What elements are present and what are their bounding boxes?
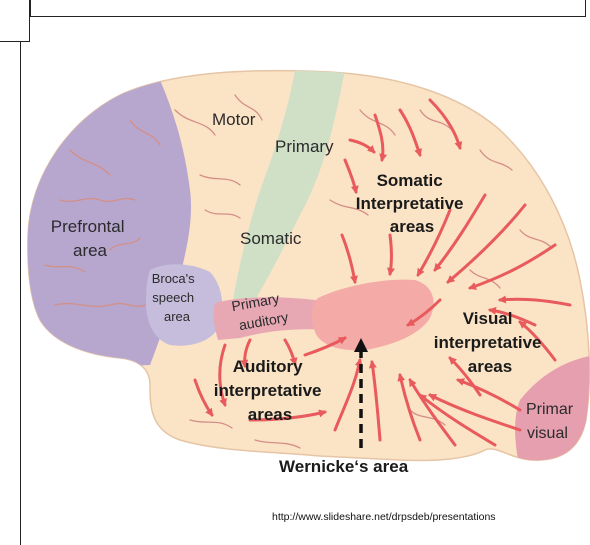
slide-frame-left-tab	[0, 0, 30, 42]
label-somatic-interpretative-areas: Somatic Interpretative areas	[356, 171, 468, 236]
wernicke-region	[311, 279, 434, 351]
source-url-caption: http://www.slideshare.net/drpsdeb/presen…	[272, 511, 496, 523]
label-brocas-speech-area: Broca's speech area	[152, 271, 199, 324]
label-somatic: Somatic	[240, 229, 302, 248]
broca-region	[146, 264, 223, 346]
label-primary-visual: Primar visual	[526, 401, 578, 442]
label-motor: Motor	[212, 110, 256, 129]
association-arrows	[193, 98, 572, 447]
label-wernickes-area: Wernicke‘s area	[279, 457, 409, 476]
motor-strip-region	[232, 70, 345, 305]
primary-auditory-region	[213, 297, 340, 340]
slide-frame-left-line	[20, 41, 21, 545]
slide-frame-top	[30, 0, 586, 17]
label-auditory-interpretative-areas: Auditory interpretative areas	[214, 357, 326, 424]
label-primary-top: Primary	[275, 137, 334, 156]
label-prefrontal-area: Prefrontal area	[51, 217, 129, 260]
label-visual-interpretative-areas: Visual interpretative areas	[434, 309, 546, 376]
sulci-lines	[44, 94, 553, 449]
